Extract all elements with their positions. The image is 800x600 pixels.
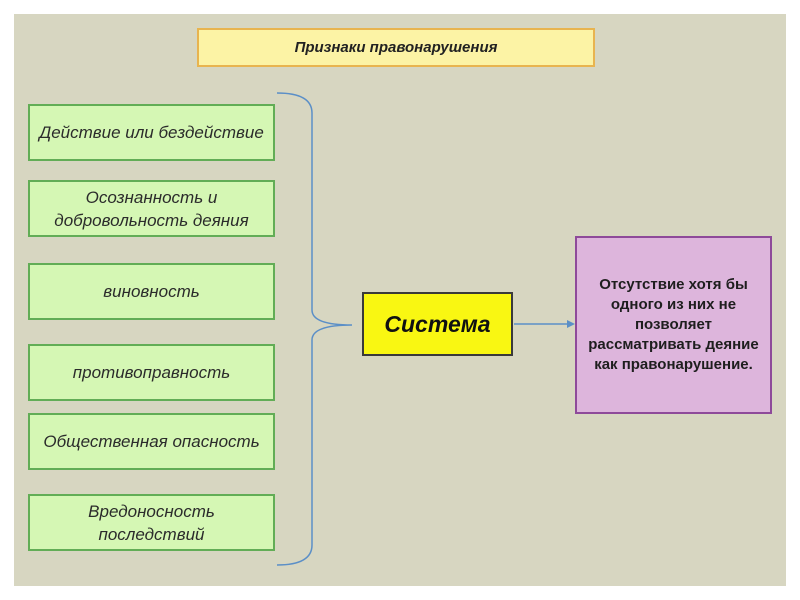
- sign-guilt: виновность: [28, 263, 275, 320]
- sign-social-danger: Общественная опасность: [28, 413, 275, 470]
- diagram-title: Признаки правонарушения: [197, 28, 595, 67]
- system-box: Система: [362, 292, 513, 356]
- sign-awareness-and-voluntariness: Осознанность и добровольность деяния: [28, 180, 275, 237]
- conclusion-box: Отсутствие хотя бы одного из них не позв…: [575, 236, 772, 414]
- sign-unlawfulness: противоправность: [28, 344, 275, 401]
- sign-harmful-consequences: Вредоносность последствий: [28, 494, 275, 551]
- sign-action-or-inaction: Действие или бездействие: [28, 104, 275, 161]
